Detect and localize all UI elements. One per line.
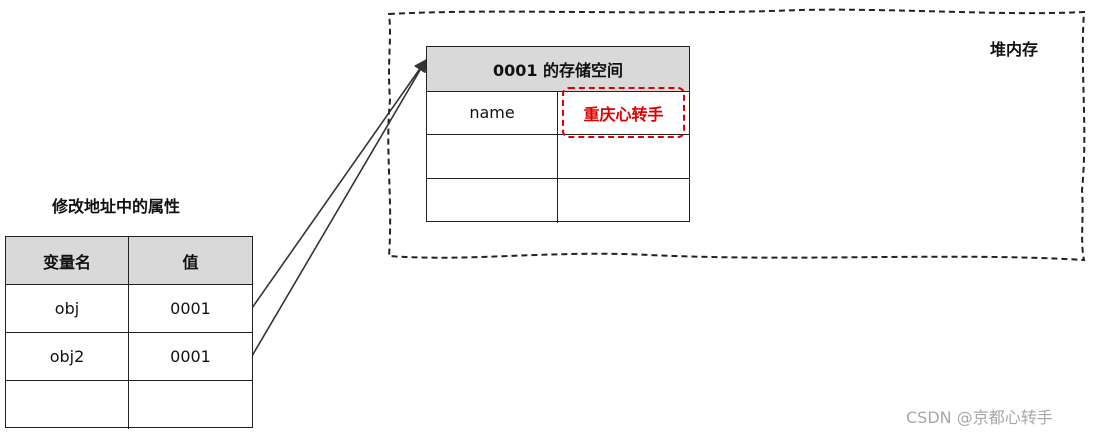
- watermark-text: CSDN @京都心转手: [906, 408, 1053, 427]
- heap-table-title: 0001 的存储空间: [427, 47, 689, 92]
- heap-property-key: [427, 179, 558, 223]
- heap-storage-table: 0001 的存储空间 name 重庆心转手: [426, 46, 690, 223]
- variable-name: obj: [6, 285, 129, 332]
- heap-table-row: name 重庆心转手: [427, 87, 689, 138]
- obj2-reference-arrow: [251, 58, 427, 357]
- heap-table-row: [427, 135, 689, 179]
- column-header-value: 值: [182, 252, 199, 272]
- table-row: obj 0001: [6, 285, 252, 333]
- variable-table-header: 变量名 值: [6, 237, 252, 285]
- variable-value: 0001: [170, 347, 211, 366]
- table-row: obj2 0001: [6, 333, 252, 381]
- heap-memory-outline: [387, 8, 1086, 262]
- heap-property-value: 重庆心转手: [583, 104, 664, 124]
- variable-value: [129, 381, 252, 429]
- obj-reference-arrow: [251, 58, 427, 309]
- table-row: [6, 381, 252, 429]
- variable-table-caption: 修改地址中的属性: [52, 197, 181, 216]
- highlight-dashed-box: [562, 87, 685, 138]
- column-header-variable-name: 变量名: [6, 237, 129, 284]
- variable-table: 变量名 值 obj 0001 obj2 0001: [5, 236, 253, 429]
- heap-property-value: [558, 179, 689, 223]
- heap-property-key: name: [427, 91, 558, 134]
- variable-name: obj2: [6, 333, 129, 380]
- heap-property-value-cell: 重庆心转手: [558, 87, 689, 138]
- variable-value: 0001: [170, 299, 211, 318]
- heap-memory-label: 堆内存: [990, 40, 1039, 59]
- heap-table-row: [427, 179, 689, 223]
- variable-name: [6, 381, 129, 429]
- heap-property-key: [427, 135, 558, 178]
- heap-property-value: [558, 135, 689, 178]
